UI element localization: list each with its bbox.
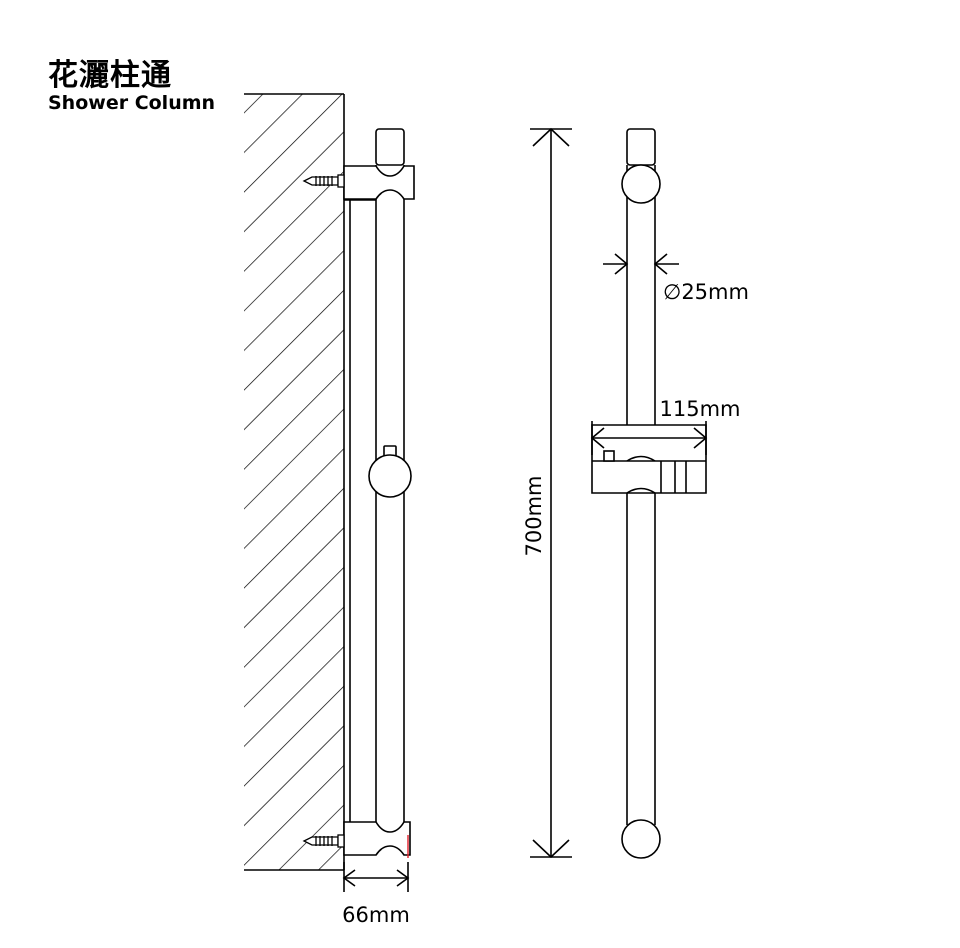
- screw-bottom: [302, 834, 345, 848]
- front-top-bracket: [621, 164, 661, 204]
- length-dimension: [530, 127, 572, 859]
- diameter-label: ∅25mm: [663, 280, 749, 304]
- front-bottom-bracket: [621, 819, 661, 859]
- title-english: Shower Column: [48, 92, 216, 114]
- wall-offset-label: 66mm: [342, 903, 410, 927]
- front-slider-bracket: [591, 424, 707, 494]
- rail-top-cap: [375, 128, 405, 166]
- upper-bracket: [343, 165, 415, 200]
- lower-bracket: [343, 821, 411, 856]
- screw-top: [302, 174, 345, 188]
- side-view: [343, 128, 415, 858]
- slider-ball: [368, 454, 412, 498]
- front-view: [591, 128, 707, 859]
- title-chinese: 花灑柱通: [48, 58, 172, 93]
- front-top-cap: [626, 128, 656, 166]
- length-label: 700mm: [522, 476, 546, 557]
- wall-section: [244, 93, 345, 871]
- diameter-dimension: [603, 253, 679, 275]
- wall-offset-dimension: [342, 862, 410, 892]
- bracket-width-label: 115mm: [660, 397, 741, 421]
- bracket-width-dimension: [590, 421, 708, 455]
